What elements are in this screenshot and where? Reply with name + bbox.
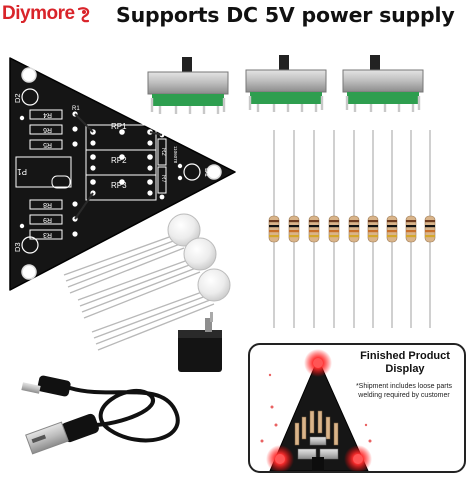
pcb-label-r9: R9 (43, 216, 52, 223)
resistor (424, 130, 436, 328)
panel-title: Finished Product Display (360, 350, 450, 375)
headline: Supports DC 5V power supply (116, 3, 455, 27)
resistor (386, 130, 398, 328)
pcb-label-r1: R1 (72, 106, 80, 112)
brand-logo-text: Diymore (2, 3, 75, 24)
pcb-label-r2: R2 (160, 148, 166, 156)
rgb-led (77, 237, 217, 319)
pcb-label-code: 1106078 (173, 146, 178, 164)
slide-switch (147, 57, 229, 114)
pcb-label-r4: R4 (43, 111, 52, 118)
resistor-set (268, 130, 436, 328)
pcb-label-rp2: RP2 (111, 156, 127, 165)
resistor (268, 130, 280, 328)
slide-switch (245, 55, 327, 112)
resistor (308, 130, 320, 328)
pcb-label-r8: R8 (43, 201, 52, 208)
rgb-led (63, 213, 201, 294)
finished-product-image (260, 349, 372, 471)
pcb-label-d3: D3 (13, 242, 22, 252)
rgb-led (91, 268, 231, 351)
pcb-label-rp1: RP1 (111, 122, 127, 131)
brand-swirl-icon (77, 7, 89, 23)
usb-plug (25, 413, 99, 455)
usb-dc-cable (21, 375, 180, 455)
pcb-label-p1: P1 (17, 167, 27, 176)
pcb-label-d2: D2 (13, 93, 22, 103)
resistor (348, 130, 360, 328)
dc-jack (178, 312, 222, 372)
resistor (367, 130, 379, 328)
pcb-label-r5: R5 (43, 141, 52, 148)
pcb-label-rp3: RP3 (111, 181, 127, 190)
pcb-label-r6: R6 (43, 126, 52, 133)
finished-product-panel: Finished Product Display *Shipment inclu… (248, 343, 466, 473)
resistor (328, 130, 340, 328)
slide-switch (342, 55, 424, 112)
brand-logo: Diymore (2, 2, 92, 26)
pcb-label-d1: D1 (203, 168, 210, 177)
triangle-pcb: D2 R4 R6 R5 P1 R8 R9 R3 D3 RP1 RP2 RP3 R… (9, 57, 236, 291)
panel-note: *Shipment includes loose parts welding r… (355, 383, 453, 399)
resistor (288, 130, 300, 328)
pcb-label-r7: R7 (160, 175, 166, 183)
dc-plug (21, 375, 71, 397)
pcb-label-r3: R3 (43, 231, 52, 238)
resistor (405, 130, 417, 328)
